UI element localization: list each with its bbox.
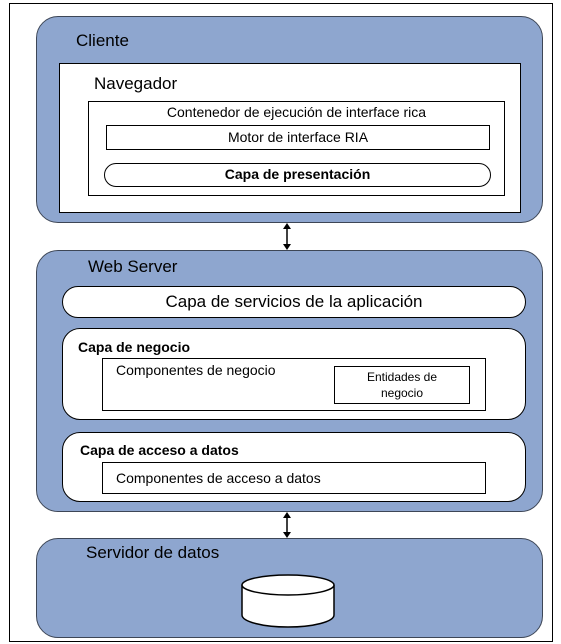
presentation-layer-label: Capa de presentación [224,166,371,182]
client-tier-label: Cliente [76,31,129,50]
ria-engine-label: Motor de interface RIA [227,129,369,145]
rich-interface-container-label: Contenedor de ejecución de interface ric… [166,104,427,120]
data-access-components-label: Componentes de acceso a datos [116,470,321,486]
double-arrow-icon [283,512,291,538]
business-entities-label-line1: Entidades de [366,370,438,384]
app-services-layer-pill [62,286,526,318]
presentation-layer-pill [104,163,491,187]
business-entities-label-line2: negocio [380,386,424,400]
browser-label: Navegador [94,74,178,93]
data-access-components-box [102,462,486,494]
double-arrow-icon [283,223,291,250]
web-server-tier-label: Web Server [88,257,178,276]
business-layer-label: Capa de negocio [78,339,191,355]
business-entities-box [334,366,470,404]
business-components-label: Componentes de negocio [116,362,276,378]
ria-engine-box [106,125,490,150]
data-access-layer-label: Capa de acceso a datos [80,442,239,458]
app-services-layer-label: Capa de servicios de la aplicación [165,292,423,311]
database-icon [241,574,335,628]
data-server-tier-label: Servidor de datos [86,543,220,562]
